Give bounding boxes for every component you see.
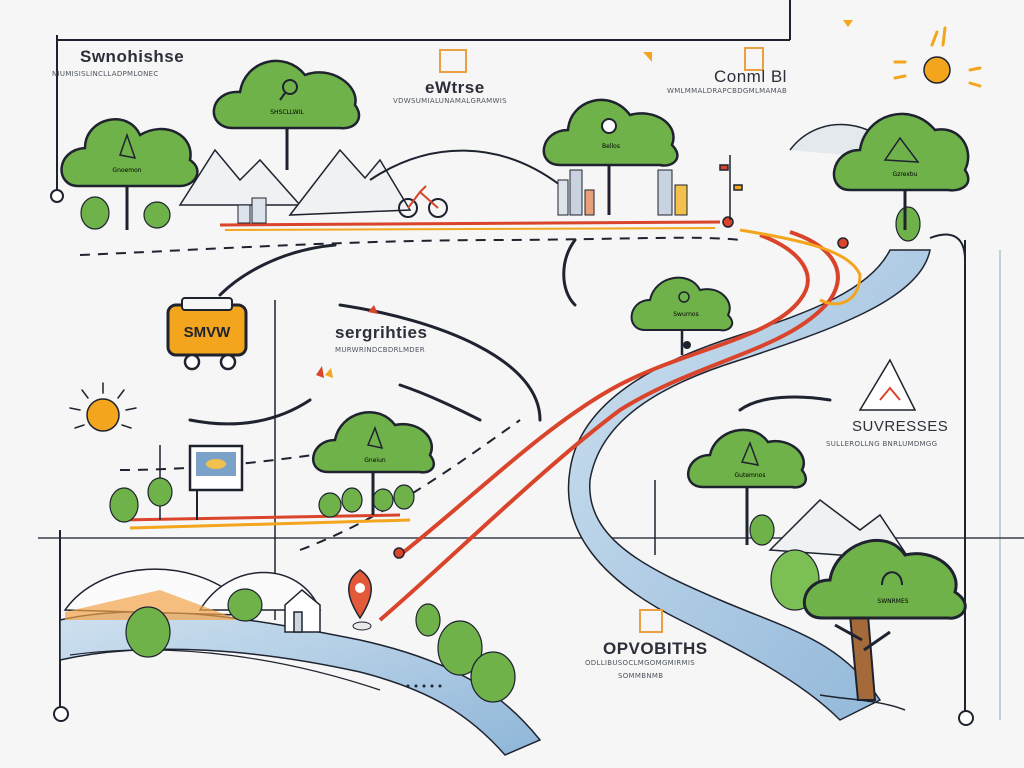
sign-post-icon [159,155,743,555]
road-node [393,547,405,559]
hill-outline [369,149,561,186]
road [378,230,840,622]
book-icon [639,609,663,633]
cloud-tree [311,411,436,515]
cloud-tree [803,538,967,711]
cloud-trees [60,59,970,711]
section-subtitle: WMLMMALDRAPCBDGMLMAMAB [667,87,788,95]
sun-icon [69,382,137,432]
section-subtitle: VDWSUMIALUNAMALGRAMWIS [393,97,507,105]
tree-label: Gzrexbu [893,171,918,178]
tree-label: Gnoemon [112,167,141,174]
house-icon [284,589,321,633]
cloud-tree [542,98,679,215]
road-edge [739,228,862,306]
book-icon [439,49,467,73]
section-subtitle: ODLLIBUSOCLMGOMGMIRMIS [585,659,695,667]
field [65,590,240,620]
section-title: SUVRESSES [852,418,949,435]
section-subtitle: MURWRINDCBDRLMDER [335,346,425,354]
route-arcs [188,238,832,426]
section-subtitle: SULLEROLLNG BNRLUMDMGG [826,440,938,448]
truck-sign-label: SMVW [184,324,232,341]
tree-label: Bellos [602,143,620,150]
mountains [178,148,912,561]
road-node [722,216,734,228]
truck-icon [166,297,248,371]
book-icon [744,47,764,71]
section-title: OPVOBITHS [603,639,708,658]
road-edge [224,227,716,231]
road-node [837,237,849,249]
road [398,233,810,557]
location-pin-icon [348,569,372,631]
road [119,513,401,522]
tent-icon [858,358,917,411]
cloud-tree [212,59,361,170]
cloud-tree [60,118,199,230]
tree-label: Gutemnos [735,472,766,479]
section-subtitle: NIUMISISLINCLLADPMLONEC [52,70,159,78]
frame-node [53,706,69,722]
section-subtitle: SOMMBNMB [618,672,664,680]
bicycle-icon [398,185,448,218]
cloud-tree [832,112,970,230]
tree-label: Swurnos [673,311,698,318]
road-edge [129,518,411,530]
section-title: sergrihties [335,323,428,342]
frame-node [958,710,974,726]
dots [406,684,442,688]
frame-node [50,189,64,203]
tree-label: SWNRMES [877,598,908,605]
flag-icon [843,20,853,27]
cloud-tree [630,276,734,355]
sun-icon [893,26,982,88]
buildings-icon [237,169,688,224]
cloud-tree [686,428,808,545]
road-node [683,341,691,349]
billboard-icon [188,444,244,520]
bushes [80,196,921,703]
section-title: eWtrse [425,78,485,97]
tree-label: SHSCLLWIL [270,109,304,116]
tree-label: Gneiun [364,457,386,464]
section-title: Conml Bl [714,67,787,86]
road [219,220,721,227]
section-title: Swnohishse [80,47,185,66]
small-flag-icon [316,52,652,378]
river-edge [69,649,381,691]
